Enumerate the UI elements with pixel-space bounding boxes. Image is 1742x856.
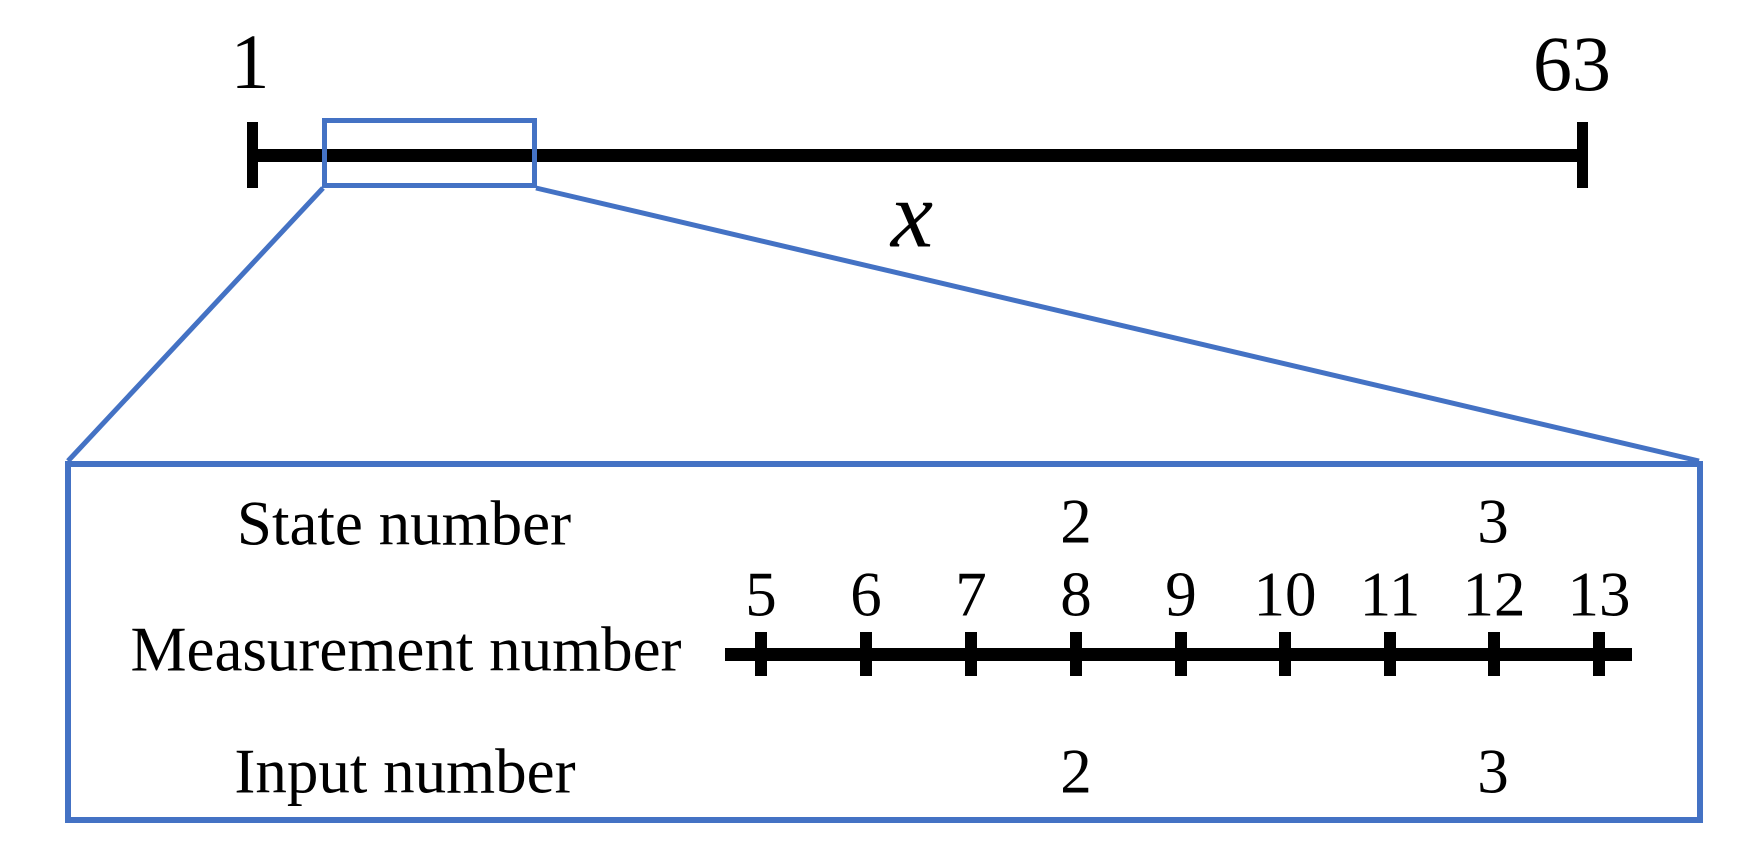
detail-box bbox=[65, 461, 1703, 823]
measurement-tick-label-5: 5 bbox=[745, 559, 777, 630]
measurement-tick-label-10: 10 bbox=[1253, 559, 1317, 630]
measurement-tick-8 bbox=[1070, 632, 1082, 676]
state-value-3: 3 bbox=[1477, 486, 1509, 557]
measurement-tick-label-13: 13 bbox=[1567, 559, 1631, 630]
state-value-2: 2 bbox=[1060, 486, 1092, 557]
overview-axis-variable: x bbox=[890, 161, 934, 268]
measurement-tick-label-7: 7 bbox=[955, 559, 987, 630]
input-number-label: Input number bbox=[234, 736, 576, 807]
measurement-tick-7 bbox=[965, 632, 977, 676]
measurement-tick-10 bbox=[1279, 632, 1291, 676]
overview-right-endpoint-tick bbox=[1577, 122, 1588, 188]
zoom-region-box bbox=[322, 118, 537, 188]
overview-end-label: 63 bbox=[1533, 20, 1611, 107]
measurement-tick-label-11: 11 bbox=[1359, 559, 1421, 630]
measurement-tick-6 bbox=[860, 632, 872, 676]
overview-start-label: 1 bbox=[230, 18, 270, 105]
measurement-tick-label-8: 8 bbox=[1060, 559, 1092, 630]
overview-number-line bbox=[252, 149, 1583, 162]
overview-left-endpoint-tick bbox=[247, 122, 258, 188]
measurement-tick-9 bbox=[1175, 632, 1187, 676]
measurement-tick-13 bbox=[1593, 632, 1605, 676]
measurement-tick-12 bbox=[1488, 632, 1500, 676]
input-value-3: 3 bbox=[1477, 736, 1509, 807]
measurement-tick-5 bbox=[755, 632, 767, 676]
measurement-tick-11 bbox=[1384, 632, 1396, 676]
measurement-tick-label-9: 9 bbox=[1165, 559, 1197, 630]
state-number-label: State number bbox=[236, 488, 572, 559]
input-value-2: 2 bbox=[1060, 736, 1092, 807]
measurement-number-label: Measurement number bbox=[130, 614, 682, 685]
measurement-tick-label-12: 12 bbox=[1462, 559, 1526, 630]
measurement-tick-label-6: 6 bbox=[850, 559, 882, 630]
